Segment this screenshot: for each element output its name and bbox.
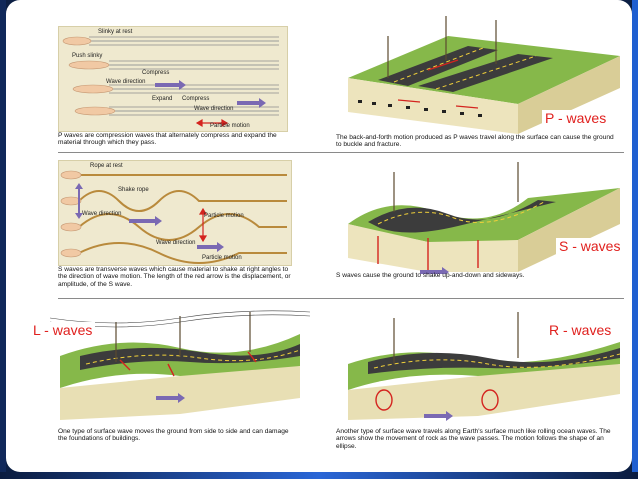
slide-right-border xyxy=(632,0,638,479)
s-particle-motion-label: Particle motion xyxy=(204,213,244,219)
s-wave-caption-left: S waves are transverse waves which cause… xyxy=(58,266,298,288)
s-waves-label: S - waves xyxy=(556,238,623,254)
p-wave-slinky-diagram xyxy=(58,26,288,132)
particle-motion-label: Particle motion xyxy=(210,123,250,129)
wave-direction-label: Wave direction xyxy=(106,79,145,85)
rope-at-rest-label: Rope at rest xyxy=(90,163,123,169)
slide-bottom-border xyxy=(0,472,638,479)
s-wave-caption-right: S waves cause the ground to shake up-and… xyxy=(336,272,576,279)
slide-content: Slinky at rest Push slinky Compress Wave… xyxy=(6,0,632,472)
p-wave-caption-left: P waves are compression waves that alter… xyxy=(58,132,290,147)
r-wave-caption: Another type of surface wave travels alo… xyxy=(336,428,616,450)
slinky-at-rest-label: Slinky at rest xyxy=(98,29,132,35)
compress-label-2: Compress xyxy=(182,96,209,102)
wave-direction-label-2: Wave direction xyxy=(194,106,233,112)
s-wave-direction-label-2: Wave direction xyxy=(156,240,195,246)
row-divider-2 xyxy=(58,298,624,299)
expand-label: Expand xyxy=(152,96,172,102)
s-wave-landscape xyxy=(328,154,628,274)
shake-rope-label: Shake rope xyxy=(118,187,149,193)
l-wave-caption: One type of surface wave moves the groun… xyxy=(58,428,298,443)
s-particle-motion-label-2: Particle motion xyxy=(202,255,242,261)
l-waves-label: L - waves xyxy=(30,322,95,338)
r-waves-label: R - waves xyxy=(546,322,614,338)
p-wave-caption-right: The back-and-forth motion produced as P … xyxy=(336,134,616,149)
s-wave-direction-label: Wave direction xyxy=(82,211,121,217)
compress-label: Compress xyxy=(142,70,169,76)
p-waves-label: P - waves xyxy=(542,110,609,126)
row-divider-1 xyxy=(58,152,624,153)
push-slinky-label: Push slinky xyxy=(72,53,102,59)
slinky-illustration xyxy=(59,27,287,131)
